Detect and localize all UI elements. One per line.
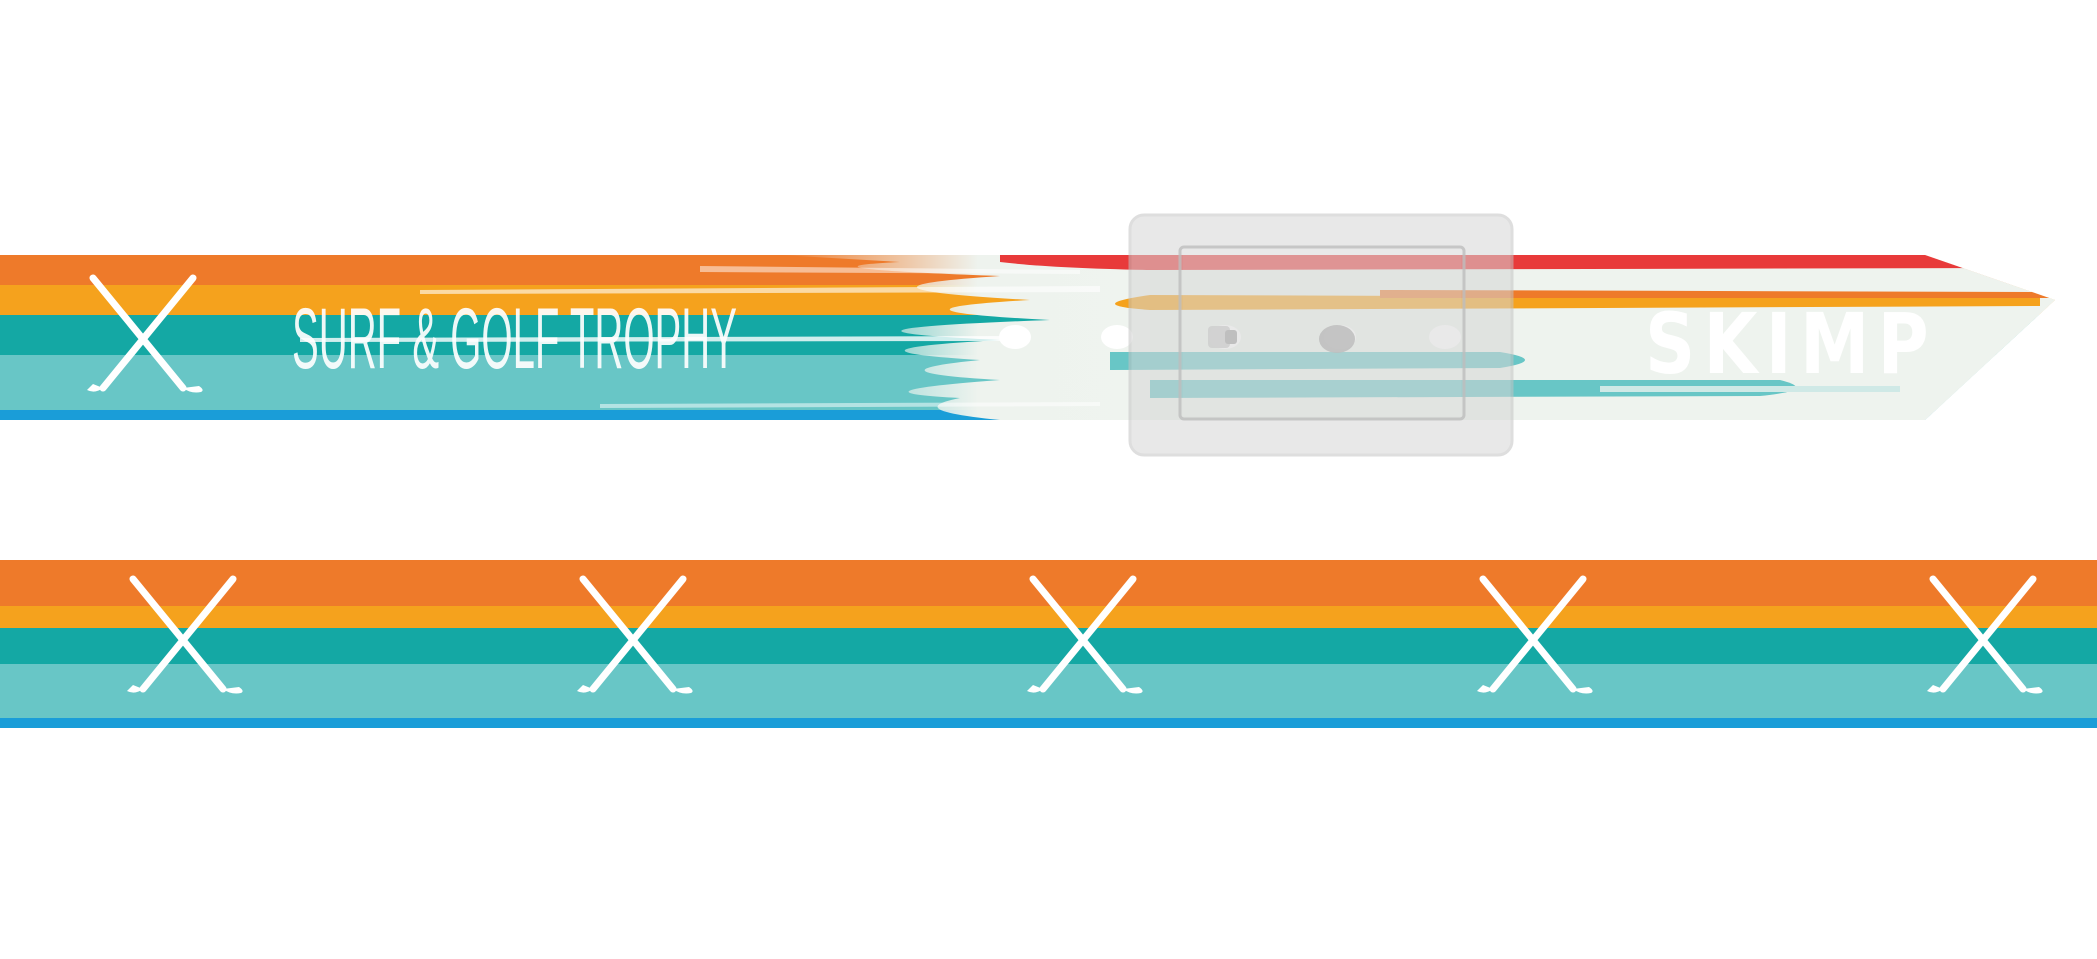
bottom-belt (0, 560, 2097, 728)
belt-hole (1101, 325, 1133, 349)
buckle-icon (1128, 213, 1514, 457)
brand-text: SKIMP (1645, 295, 1937, 393)
belt-hole (999, 325, 1031, 349)
event-text: SURF & GOLF TROPHY (292, 291, 737, 387)
